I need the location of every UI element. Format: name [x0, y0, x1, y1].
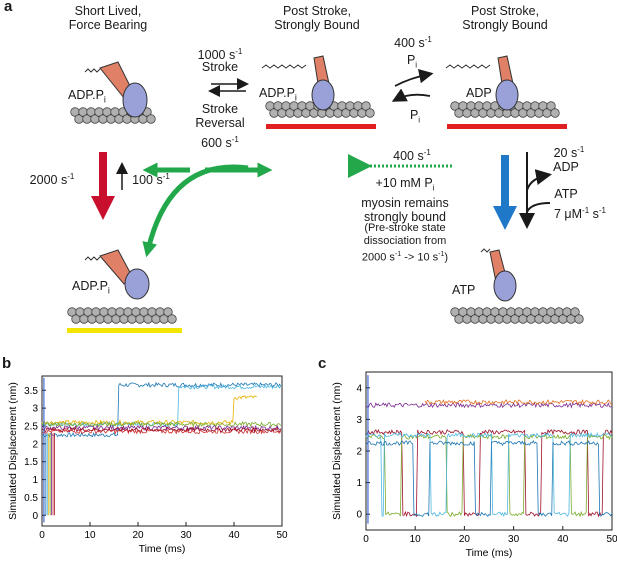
- myosin-detached-pre-stroke: [84, 249, 150, 300]
- panel-b-xtick-label-0: 0: [39, 530, 45, 541]
- panel-c-xtick-label-10: 10: [410, 534, 422, 545]
- panel-b-xlabel: Time (ms): [139, 543, 186, 555]
- actin-filament-1: [70, 107, 156, 124]
- green-prestroke-detach-arrow: [142, 164, 249, 258]
- panel-b-plot-frame: [41, 375, 283, 527]
- pi-top-label: Pi: [406, 53, 418, 70]
- myosin-post-stroke-2: [445, 55, 519, 111]
- atp-rate: 7 μM-1 s-1: [553, 206, 607, 222]
- adp-label: ADP: [553, 160, 579, 174]
- actin-filament-4: [67, 307, 177, 324]
- panel-b-trace-6: [41, 426, 282, 433]
- actin-filament-5: [450, 307, 584, 324]
- post-stroke-2-title: Post Stroke, Strongly Bound: [462, 4, 548, 32]
- panel-c-plot-frame: [365, 371, 613, 531]
- panel-c-xtick-label-0: 0: [363, 534, 369, 545]
- panel-c-trace-5: [365, 440, 613, 517]
- panel-c-ytick-label-3: 3: [356, 415, 362, 426]
- panel-b-trace-0: [41, 381, 282, 438]
- panel-b-ytick-label-2: 2: [32, 439, 38, 450]
- short-lived-title: Short Lived, Force Bearing: [68, 4, 148, 32]
- pi-release-arrow: [394, 69, 434, 87]
- panel-b-ytick-label-3.5: 3.5: [24, 386, 38, 397]
- green-note-detail: (Pre-stroke state dissociation from 2000…: [361, 222, 449, 264]
- nucleotide-label-post-stroke-2: ADP: [466, 86, 492, 100]
- panel-b-ylabel: Simulated Displacement (nm): [7, 382, 19, 520]
- pi-rebinding-arrow: [391, 88, 431, 102]
- nucleotide-label-detached: ADP.Pi: [72, 279, 110, 296]
- panel-b-xtick-label-20: 20: [132, 530, 144, 541]
- atp-label: ATP: [554, 187, 578, 201]
- panel-b-xtick-label-50: 50: [276, 530, 288, 541]
- panel-c-trace-3: [365, 433, 613, 518]
- yellow-bar-detached: [67, 328, 182, 333]
- panel-b-xtick-label-10: 10: [84, 530, 96, 541]
- adp-out-arrow: [526, 169, 552, 191]
- myosin-post-stroke-1: [261, 55, 335, 111]
- myosin-short-lived: [84, 61, 148, 118]
- panel-c-trace-4: [365, 432, 613, 518]
- reattach-rate: 100 s-1: [132, 172, 170, 188]
- panel-c-ytick-label-2: 2: [356, 447, 362, 458]
- panel-b-ytick-label-0.5: 0.5: [24, 493, 38, 504]
- actin-filament-3: [450, 101, 560, 118]
- panel-b-xtick-label-30: 30: [180, 530, 192, 541]
- post-stroke-1-title: Post Stroke, Strongly Bound: [274, 4, 360, 32]
- detach-rate: 2000 s-1: [29, 172, 75, 188]
- panel-b-xtick-label-40: 40: [228, 530, 240, 541]
- panel-b-ytick-label-3: 3: [32, 404, 38, 415]
- panel-c-trace-2: [365, 428, 613, 518]
- panel-c-xlabel: Time (ms): [466, 547, 513, 559]
- panel-b-trace-4: [41, 424, 281, 431]
- panel-c-xtick-label-20: 20: [459, 534, 471, 545]
- panel-b-trace-5: [41, 428, 282, 435]
- panel-c-letter: c: [318, 355, 327, 372]
- panel-b-trace-3: [41, 420, 282, 428]
- red-bar-post-stroke-2: [447, 124, 567, 129]
- stroke-label: Stroke: [201, 60, 239, 74]
- panel-c-ytick-label-4: 4: [356, 383, 362, 394]
- panel-b-ytick-label-2.5: 2.5: [24, 422, 38, 433]
- panel-c-xtick-label-50: 50: [606, 534, 617, 545]
- panel-c-ytick-label-1: 1: [356, 478, 362, 489]
- panel-a-letter: a: [4, 0, 13, 15]
- pi-bottom-label: Pi: [409, 108, 421, 125]
- nucleotide-label-post-stroke-1: ADP.Pi: [259, 86, 297, 103]
- stroke-reversal-rate: 600 s-1: [201, 135, 239, 151]
- adp-rate: 20 s-1: [553, 145, 585, 161]
- stroke-rate-label: 1000 s-1: [197, 47, 243, 63]
- panel-b-trace-2: [41, 395, 257, 426]
- pi-release-rate: 400 s-1: [394, 35, 432, 51]
- panel-b-ytick-label-1.5: 1.5: [24, 457, 38, 468]
- panel-c-trace-0: [365, 401, 613, 409]
- panel-c-xtick-label-40: 40: [557, 534, 569, 545]
- panel-b-trace-1: [41, 383, 282, 428]
- atp-in-arrow: [526, 202, 551, 213]
- green-rate: 400 s-1: [393, 148, 431, 164]
- panel-c-ytick-label-0: 0: [356, 510, 362, 521]
- panel-b-ytick-label-0: 0: [32, 511, 38, 522]
- stroke-reversal-label: Stroke Reversal: [195, 102, 245, 130]
- myosin-atp-state: [480, 248, 517, 302]
- red-bar-post-stroke-1: [266, 124, 376, 129]
- panel-c-xtick-label-30: 30: [508, 534, 520, 545]
- panel-b-ytick-label-1: 1: [32, 475, 38, 486]
- panel-c-trace-1: [424, 398, 613, 406]
- nucleotide-label-short-lived: ADP.Pi: [68, 88, 106, 105]
- cross-bridge-diagram: [67, 55, 584, 333]
- green-note: +10 mM Pi myosin remains strongly bound: [361, 176, 449, 224]
- nucleotide-label-atp: ATP: [452, 283, 476, 297]
- panel-b-letter: b: [2, 355, 12, 372]
- panel-c-ylabel: Simulated Displacement (nm): [331, 382, 343, 520]
